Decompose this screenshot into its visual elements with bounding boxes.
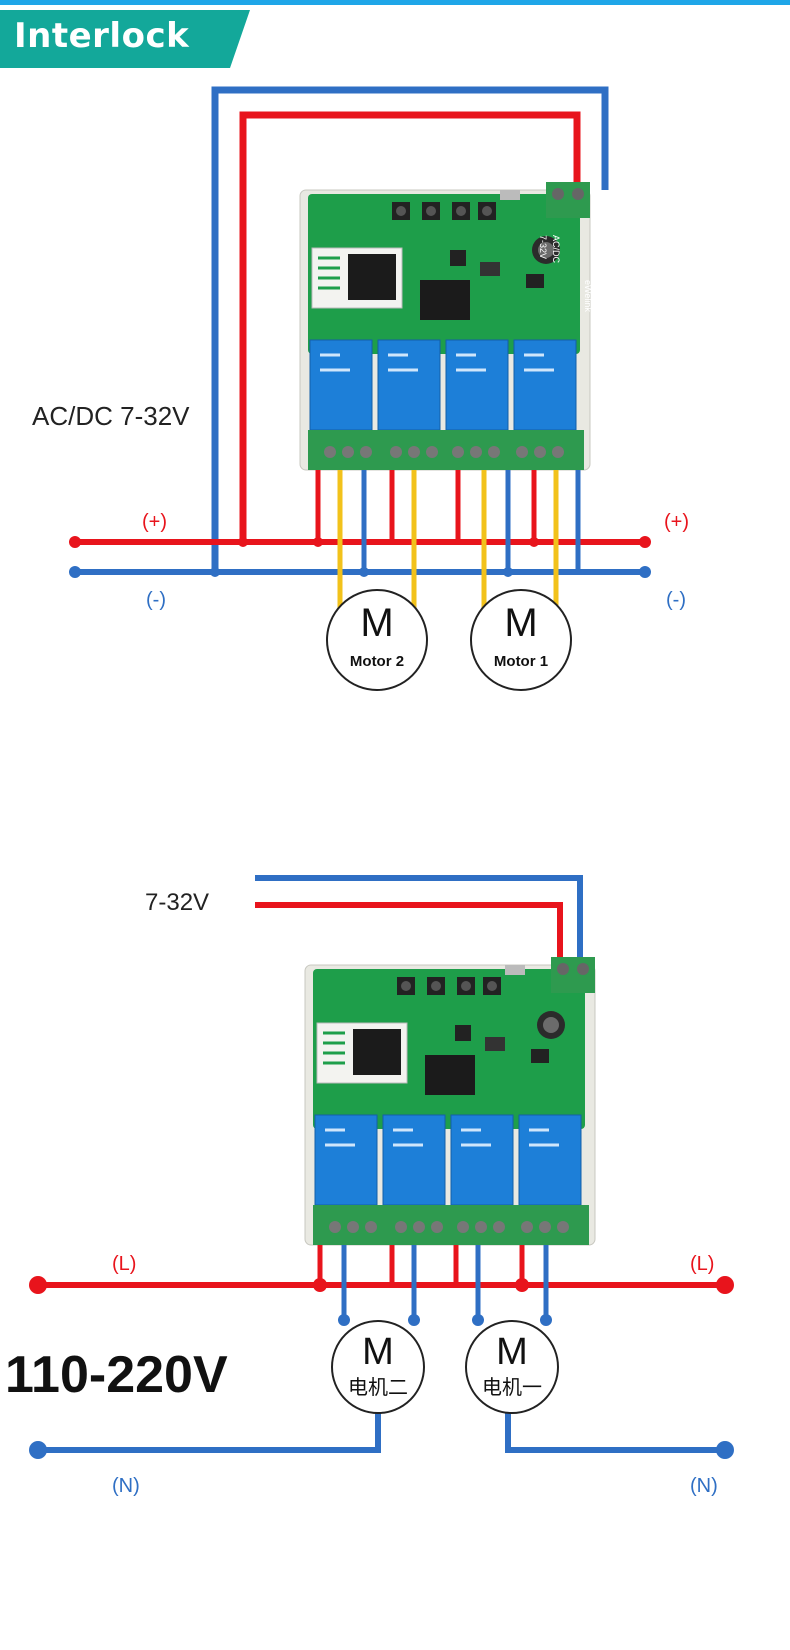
top-plus-label-right: (+) bbox=[664, 511, 689, 533]
top-supply-positive-wire bbox=[239, 111, 581, 542]
top-board-acdc-marking: AC/DC bbox=[551, 235, 561, 264]
motor-one-letter: M bbox=[496, 1331, 528, 1373]
top-negative-terminal-right bbox=[639, 566, 651, 578]
bottom-l-label-right: (L) bbox=[690, 1253, 714, 1275]
bottom-l-label-left: (L) bbox=[112, 1253, 136, 1275]
motor-one-symbol bbox=[465, 1320, 559, 1414]
motor-1-symbol bbox=[470, 589, 572, 691]
bottom-n-label-left: (N) bbox=[112, 1475, 140, 1497]
motor-two-letter: M bbox=[362, 1331, 394, 1373]
motor-two-label: 电机二 bbox=[348, 1375, 408, 1399]
bottom-supply-negative-wire bbox=[255, 875, 583, 965]
motor-one-label: 电机一 bbox=[482, 1375, 542, 1399]
bottom-n-label-right: (N) bbox=[690, 1475, 718, 1497]
motor-1-letter: M bbox=[504, 601, 537, 645]
bottom-wiring-diagram: 7-32V (L) (L) (N) (N) 110-220V M 电机二 M 电… bbox=[5, 875, 734, 1497]
bottom-voltage-label: 110-220V bbox=[5, 1346, 228, 1404]
top-minus-label-right: (-) bbox=[666, 589, 686, 611]
top-positive-terminal-left bbox=[69, 536, 81, 548]
top-supply-negative-wire bbox=[211, 86, 609, 572]
bottom-line-terminal-right bbox=[716, 1276, 734, 1294]
bottom-supply-label: 7-32V bbox=[145, 889, 209, 916]
motor-2-label: Motor 2 bbox=[350, 653, 404, 670]
bottom-supply-positive-wire bbox=[255, 902, 563, 965]
motor-2-letter: M bbox=[360, 601, 393, 645]
top-accent-line bbox=[0, 0, 790, 5]
top-board-brand: eWelink bbox=[583, 280, 593, 312]
motor-two-symbol bbox=[331, 1320, 425, 1414]
bottom-neutral-terminal-right bbox=[716, 1441, 734, 1459]
top-board-voltage-marking: 7-32V bbox=[538, 235, 548, 259]
bottom-neutral-terminal-left bbox=[29, 1441, 47, 1459]
title-banner bbox=[0, 10, 250, 68]
page-title: Interlock bbox=[14, 16, 190, 56]
motor-1-label: Motor 1 bbox=[494, 653, 548, 670]
top-supply-label: AC/DC 7-32V bbox=[32, 401, 190, 431]
top-positive-terminal-right bbox=[639, 536, 651, 548]
top-wiring-diagram: AC/DC 7-32V (+) (+) (-) (-) M Motor 2 M … bbox=[32, 86, 689, 691]
top-negative-terminal-left bbox=[69, 566, 81, 578]
motor-2-symbol bbox=[326, 589, 428, 691]
bottom-line-terminal-left bbox=[29, 1276, 47, 1294]
top-plus-label-left: (+) bbox=[142, 511, 167, 533]
bottom-relay-board bbox=[303, 955, 597, 1247]
top-minus-label-left: (-) bbox=[146, 589, 166, 611]
top-relay-board bbox=[298, 180, 592, 472]
